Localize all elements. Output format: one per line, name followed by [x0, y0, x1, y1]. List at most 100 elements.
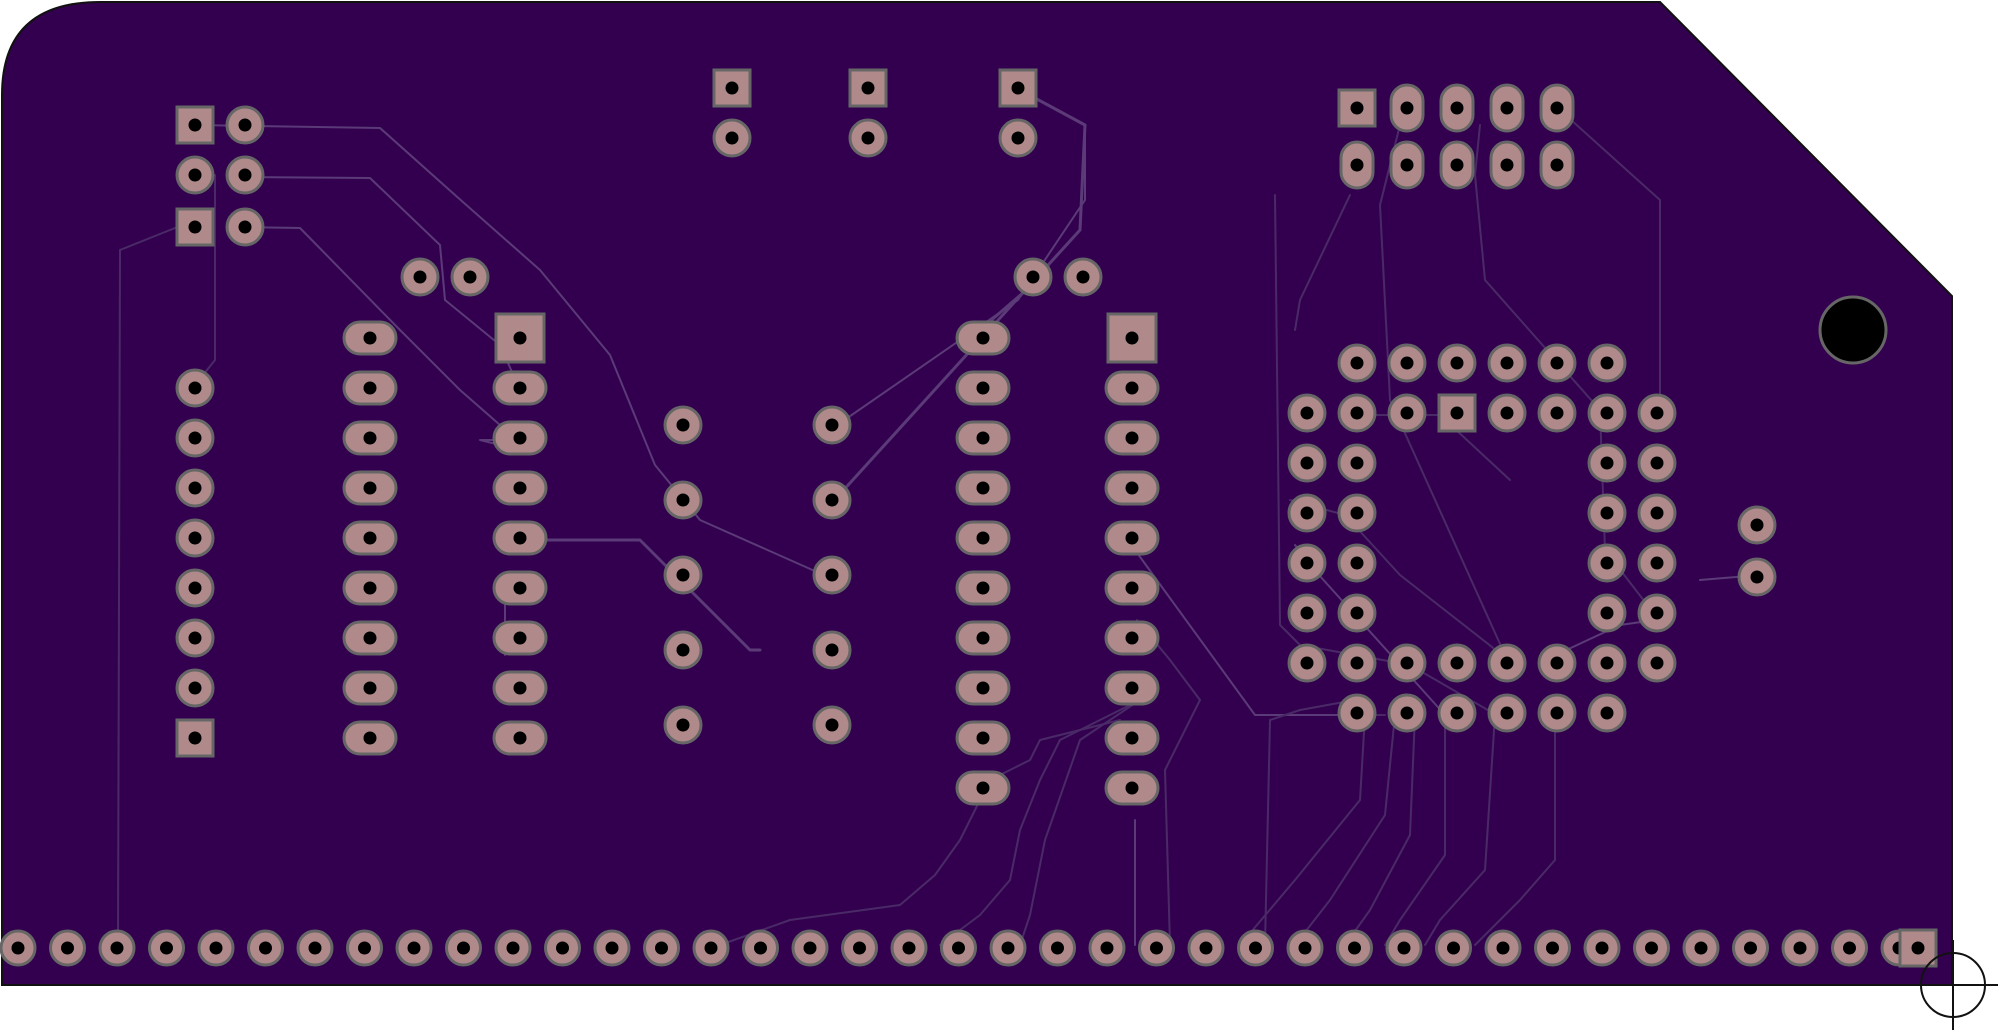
- pad-round: [841, 929, 878, 967]
- pad-round: [1337, 493, 1377, 533]
- pad-round: [1637, 643, 1677, 683]
- pad-round: [1633, 929, 1670, 967]
- pad-round: [175, 668, 215, 708]
- pad-drill: [976, 581, 990, 595]
- pad-drill: [1350, 356, 1364, 370]
- pad-drill: [463, 270, 477, 284]
- pad-oval: [342, 720, 398, 756]
- pad-round: [998, 118, 1038, 158]
- pad-drill: [976, 531, 990, 545]
- pad-drill: [825, 493, 839, 507]
- pad-oval-vertical: [1489, 83, 1525, 133]
- pad-drill: [704, 941, 718, 955]
- pad-drill: [976, 331, 990, 345]
- pad-drill: [1199, 941, 1213, 955]
- pad-drill: [825, 718, 839, 732]
- pad-round: [1039, 929, 1076, 967]
- pad-square: [712, 68, 752, 108]
- pad-drill: [1600, 506, 1614, 520]
- pad-round: [848, 118, 888, 158]
- pad-drill: [676, 718, 690, 732]
- pad-drill: [1793, 941, 1807, 955]
- pad-drill: [976, 681, 990, 695]
- pad-round: [1587, 693, 1627, 733]
- pad-round: [450, 257, 490, 297]
- pad-drill: [188, 731, 202, 745]
- pad-round: [175, 618, 215, 658]
- pad-drill: [1150, 941, 1163, 955]
- pad-drill: [1125, 781, 1139, 795]
- pad-drill: [861, 131, 875, 145]
- pad-drill: [1350, 506, 1364, 520]
- pad-drill: [1550, 356, 1564, 370]
- pad-round: [1337, 693, 1377, 733]
- pad-drill: [1694, 941, 1708, 955]
- pad-drill: [976, 781, 990, 795]
- pad-drill: [1546, 941, 1559, 955]
- pad-round: [1287, 643, 1327, 683]
- pad-drill: [1600, 356, 1614, 370]
- pad-drill: [853, 941, 866, 955]
- pad-round: [1138, 929, 1175, 967]
- trace: [939, 699, 1141, 946]
- pad-round: [890, 929, 928, 967]
- pad-drill: [825, 643, 839, 657]
- pad-drill: [209, 941, 223, 955]
- pad-drill: [1650, 656, 1664, 670]
- pad-round: [1337, 343, 1377, 383]
- pad-round: [1385, 929, 1423, 967]
- pad-round: [1637, 543, 1677, 583]
- pad-round: [175, 468, 215, 508]
- pad-round: [1013, 257, 1053, 297]
- pad-round: [225, 155, 265, 195]
- pad-oval: [955, 570, 1011, 606]
- pad-round: [1286, 929, 1324, 967]
- pad-oval: [955, 770, 1011, 806]
- pad-drill: [1125, 631, 1139, 645]
- pad-drill: [1450, 356, 1464, 370]
- pad-oval: [342, 320, 398, 356]
- pad-round: [1637, 443, 1677, 483]
- pad-drill: [188, 481, 202, 495]
- pad-drill: [1125, 531, 1139, 545]
- pad-round: [175, 568, 215, 608]
- pad-drill: [1397, 941, 1411, 955]
- pad-oval-vertical: [1339, 140, 1375, 190]
- pad-oval: [1104, 520, 1160, 556]
- pad-oval: [492, 570, 548, 606]
- pad-oval: [1104, 620, 1160, 656]
- pad-drill: [1744, 941, 1757, 955]
- pad-round: [663, 405, 703, 445]
- pad-round: [1587, 493, 1627, 533]
- pad-round: [1587, 443, 1627, 483]
- pad-square: [175, 718, 215, 758]
- pad-drill: [1125, 681, 1139, 695]
- pad-round: [98, 929, 136, 967]
- pad-drill: [1125, 731, 1139, 745]
- pad-oval: [492, 720, 548, 756]
- trace: [719, 719, 1121, 946]
- pad-drill: [754, 941, 767, 955]
- pad-drill: [1249, 941, 1262, 955]
- trace: [828, 88, 1087, 507]
- pad-drill: [1550, 706, 1564, 720]
- pad-round: [593, 929, 631, 967]
- pad-round: [1587, 593, 1627, 633]
- pad-drill: [513, 431, 527, 445]
- pad-oval: [342, 620, 398, 656]
- pad-square: [1106, 312, 1158, 364]
- pad-drill: [506, 941, 520, 955]
- pad-drill: [1550, 101, 1564, 115]
- pad-round: [663, 555, 703, 595]
- pad-oval: [342, 470, 398, 506]
- pad-drill: [363, 481, 377, 495]
- pad-drill: [1550, 158, 1564, 172]
- pad-drill: [1447, 941, 1460, 955]
- pad-oval: [342, 570, 398, 606]
- pad-drill: [1300, 606, 1314, 620]
- pad-drill: [655, 941, 668, 955]
- pad-oval: [1104, 720, 1160, 756]
- pad-drill: [188, 531, 202, 545]
- pad-copper: [848, 68, 888, 108]
- pad-square: [1898, 928, 1938, 968]
